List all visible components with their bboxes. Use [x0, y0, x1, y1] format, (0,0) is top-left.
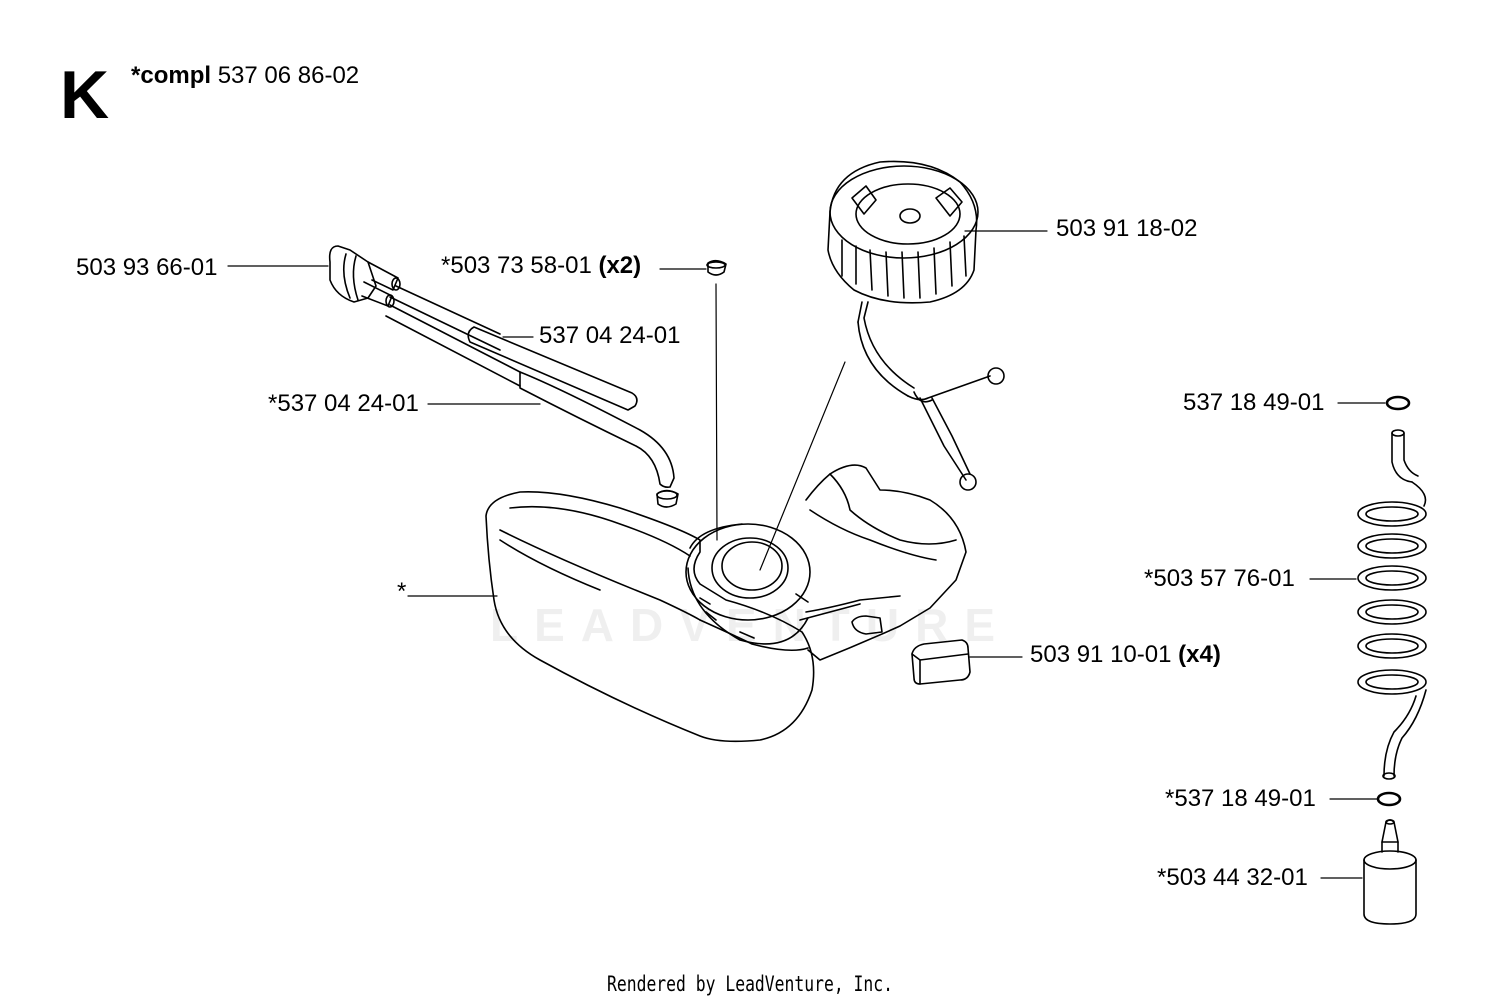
footer-credit: Rendered by LeadVenture, Inc.	[607, 972, 893, 996]
leader-lines	[227, 230, 1386, 879]
part-label-hose-upper[interactable]: 537 04 24-01	[539, 322, 681, 349]
section-letter: K	[60, 57, 110, 133]
fuel-tank	[485, 464, 967, 743]
part-label-primer-bulb[interactable]: 503 93 66-01	[76, 254, 218, 281]
damper-qty: (x4)	[1178, 641, 1221, 668]
part-label-tank[interactable]: *	[397, 578, 407, 605]
part-label-hose-lower[interactable]: *537 04 24-01	[268, 390, 419, 417]
tank-damper	[851, 615, 971, 685]
part-label-oring-bottom[interactable]: *537 18 49-01	[1165, 785, 1316, 812]
grommet-top-number: *503 73 58-01	[441, 252, 592, 279]
part-label-fuel-line[interactable]: *503 57 76-01	[1144, 565, 1295, 592]
compl-prefix: *compl	[131, 62, 212, 89]
part-label-damper[interactable]: 503 91 10-01 (x4)	[1030, 641, 1221, 669]
primer-bulb	[328, 245, 401, 308]
o-rings	[1376, 395, 1411, 807]
watermark: LEADVENTURE	[490, 599, 1012, 651]
part-label-fuel-filter[interactable]: *503 44 32-01	[1157, 864, 1308, 891]
compl-number: 537 06 86-02	[217, 62, 360, 89]
fuel-cap	[827, 160, 1005, 491]
part-label-oring-top[interactable]: 537 18 49-01	[1183, 389, 1325, 416]
damper-number: 503 91 10-01	[1030, 641, 1172, 668]
grommets	[656, 259, 727, 508]
grommet-top-qty: (x2)	[598, 252, 642, 279]
fuel-hoses	[385, 285, 675, 488]
complete-assembly-label: *compl 537 06 86-02	[131, 62, 359, 90]
part-label-grommet-top[interactable]: *503 73 58-01 (x2)	[441, 252, 641, 280]
fuel-filter	[1363, 819, 1417, 925]
coiled-fuel-line	[1357, 429, 1427, 780]
part-label-fuel-cap[interactable]: 503 91 18-02	[1056, 215, 1198, 242]
